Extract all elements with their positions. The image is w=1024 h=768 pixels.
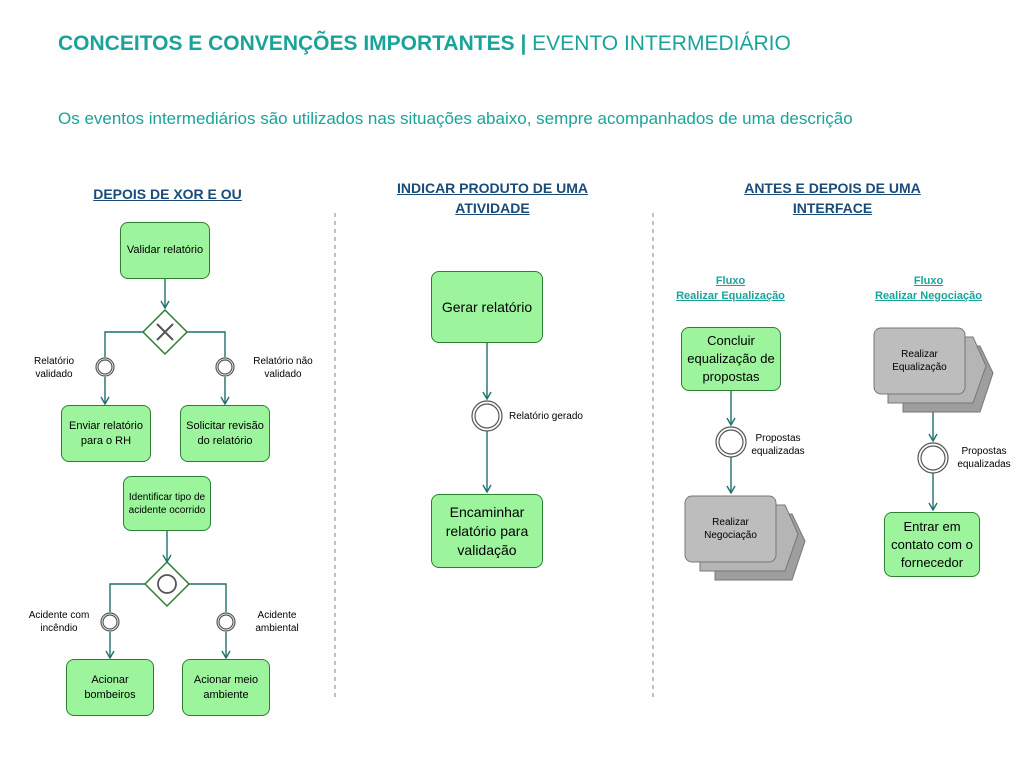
title-bold: CONCEITOS E CONVENÇÕES IMPORTANTES |: [58, 32, 527, 55]
intermediate-event-incendio: [100, 612, 120, 632]
flow-link-label: Fluxo: [715, 275, 746, 287]
event-label-equalizadas-2: Propostas equalizadas: [957, 446, 1011, 470]
flow-link-name: Realizar Equalização: [676, 290, 785, 302]
page-title: CONCEITOS E CONVENÇÕES IMPORTANTES | EVE…: [58, 32, 791, 56]
xor-gateway: [141, 308, 189, 356]
intermediate-event-equalizadas-1: [715, 426, 747, 458]
section-heading-xor: DEPOIS DE XOR E OU: [93, 186, 242, 202]
event-label-validado: Relatório validado: [33, 356, 75, 380]
section-heading-interface: ANTES E DEPOIS DE UMA INTERFACE: [744, 180, 921, 216]
intermediate-event-gerado: [471, 400, 503, 432]
flow-link-equalizacao[interactable]: Fluxo Realizar Equalização: [668, 274, 793, 304]
connector: [109, 583, 145, 612]
task-validar-relatorio[interactable]: Validar relatório: [120, 222, 210, 279]
task-concluir-equalizacao[interactable]: Concluir equalização de propostas: [681, 327, 781, 391]
task-acionar-bombeiros[interactable]: Acionar bombeiros: [66, 659, 154, 716]
intermediate-event-ambiental: [216, 612, 236, 632]
task-identificar-acidente[interactable]: Identificar tipo de acidente ocorrido: [123, 476, 211, 531]
subprocess-label-negociacao[interactable]: Realizar Negociação: [704, 517, 757, 541]
subprocess-negociacao: [684, 495, 806, 581]
connector: [187, 331, 226, 357]
subprocess-equalizacao: [873, 327, 994, 413]
intermediate-event-equalizadas-2: [917, 442, 949, 474]
event-label-incendio: Acidente com incêndio: [28, 610, 90, 634]
connector: [189, 583, 227, 612]
flow-link-label: Fluxo: [913, 275, 944, 287]
title-normal: EVENTO INTERMEDIÁRIO: [532, 32, 791, 55]
intermediate-event-validado: [95, 357, 115, 377]
or-gateway: [143, 560, 191, 608]
task-gerar-relatorio[interactable]: Gerar relatório: [431, 271, 543, 343]
page-subtitle: Os eventos intermediários são utilizados…: [58, 109, 853, 128]
intermediate-event-nao-validado: [215, 357, 235, 377]
section-heading-produto: INDICAR PRODUTO DE UMA ATIVIDADE: [396, 180, 589, 216]
event-label-equalizadas-1: Propostas equalizadas: [751, 433, 805, 457]
event-label-nao-validado: Relatório não validado: [253, 356, 313, 380]
event-label-ambiental: Acidente ambiental: [255, 610, 299, 634]
connector: [104, 331, 143, 357]
flow-link-negociacao[interactable]: Fluxo Realizar Negociação: [866, 274, 991, 304]
event-label-gerado: Relatório gerado: [509, 411, 583, 422]
task-solicitar-revisao[interactable]: Solicitar revisão do relatório: [180, 405, 270, 462]
flow-link-name: Realizar Negociação: [875, 290, 982, 302]
task-acionar-meio-ambiente[interactable]: Acionar meio ambiente: [182, 659, 270, 716]
task-entrar-contato[interactable]: Entrar em contato com o fornecedor: [884, 512, 980, 577]
subprocess-label-equalizacao[interactable]: Realizar Equalização: [892, 349, 947, 373]
task-encaminhar-relatorio[interactable]: Encaminhar relatório para validação: [431, 494, 543, 568]
task-enviar-relatorio[interactable]: Enviar relatório para o RH: [61, 405, 151, 462]
